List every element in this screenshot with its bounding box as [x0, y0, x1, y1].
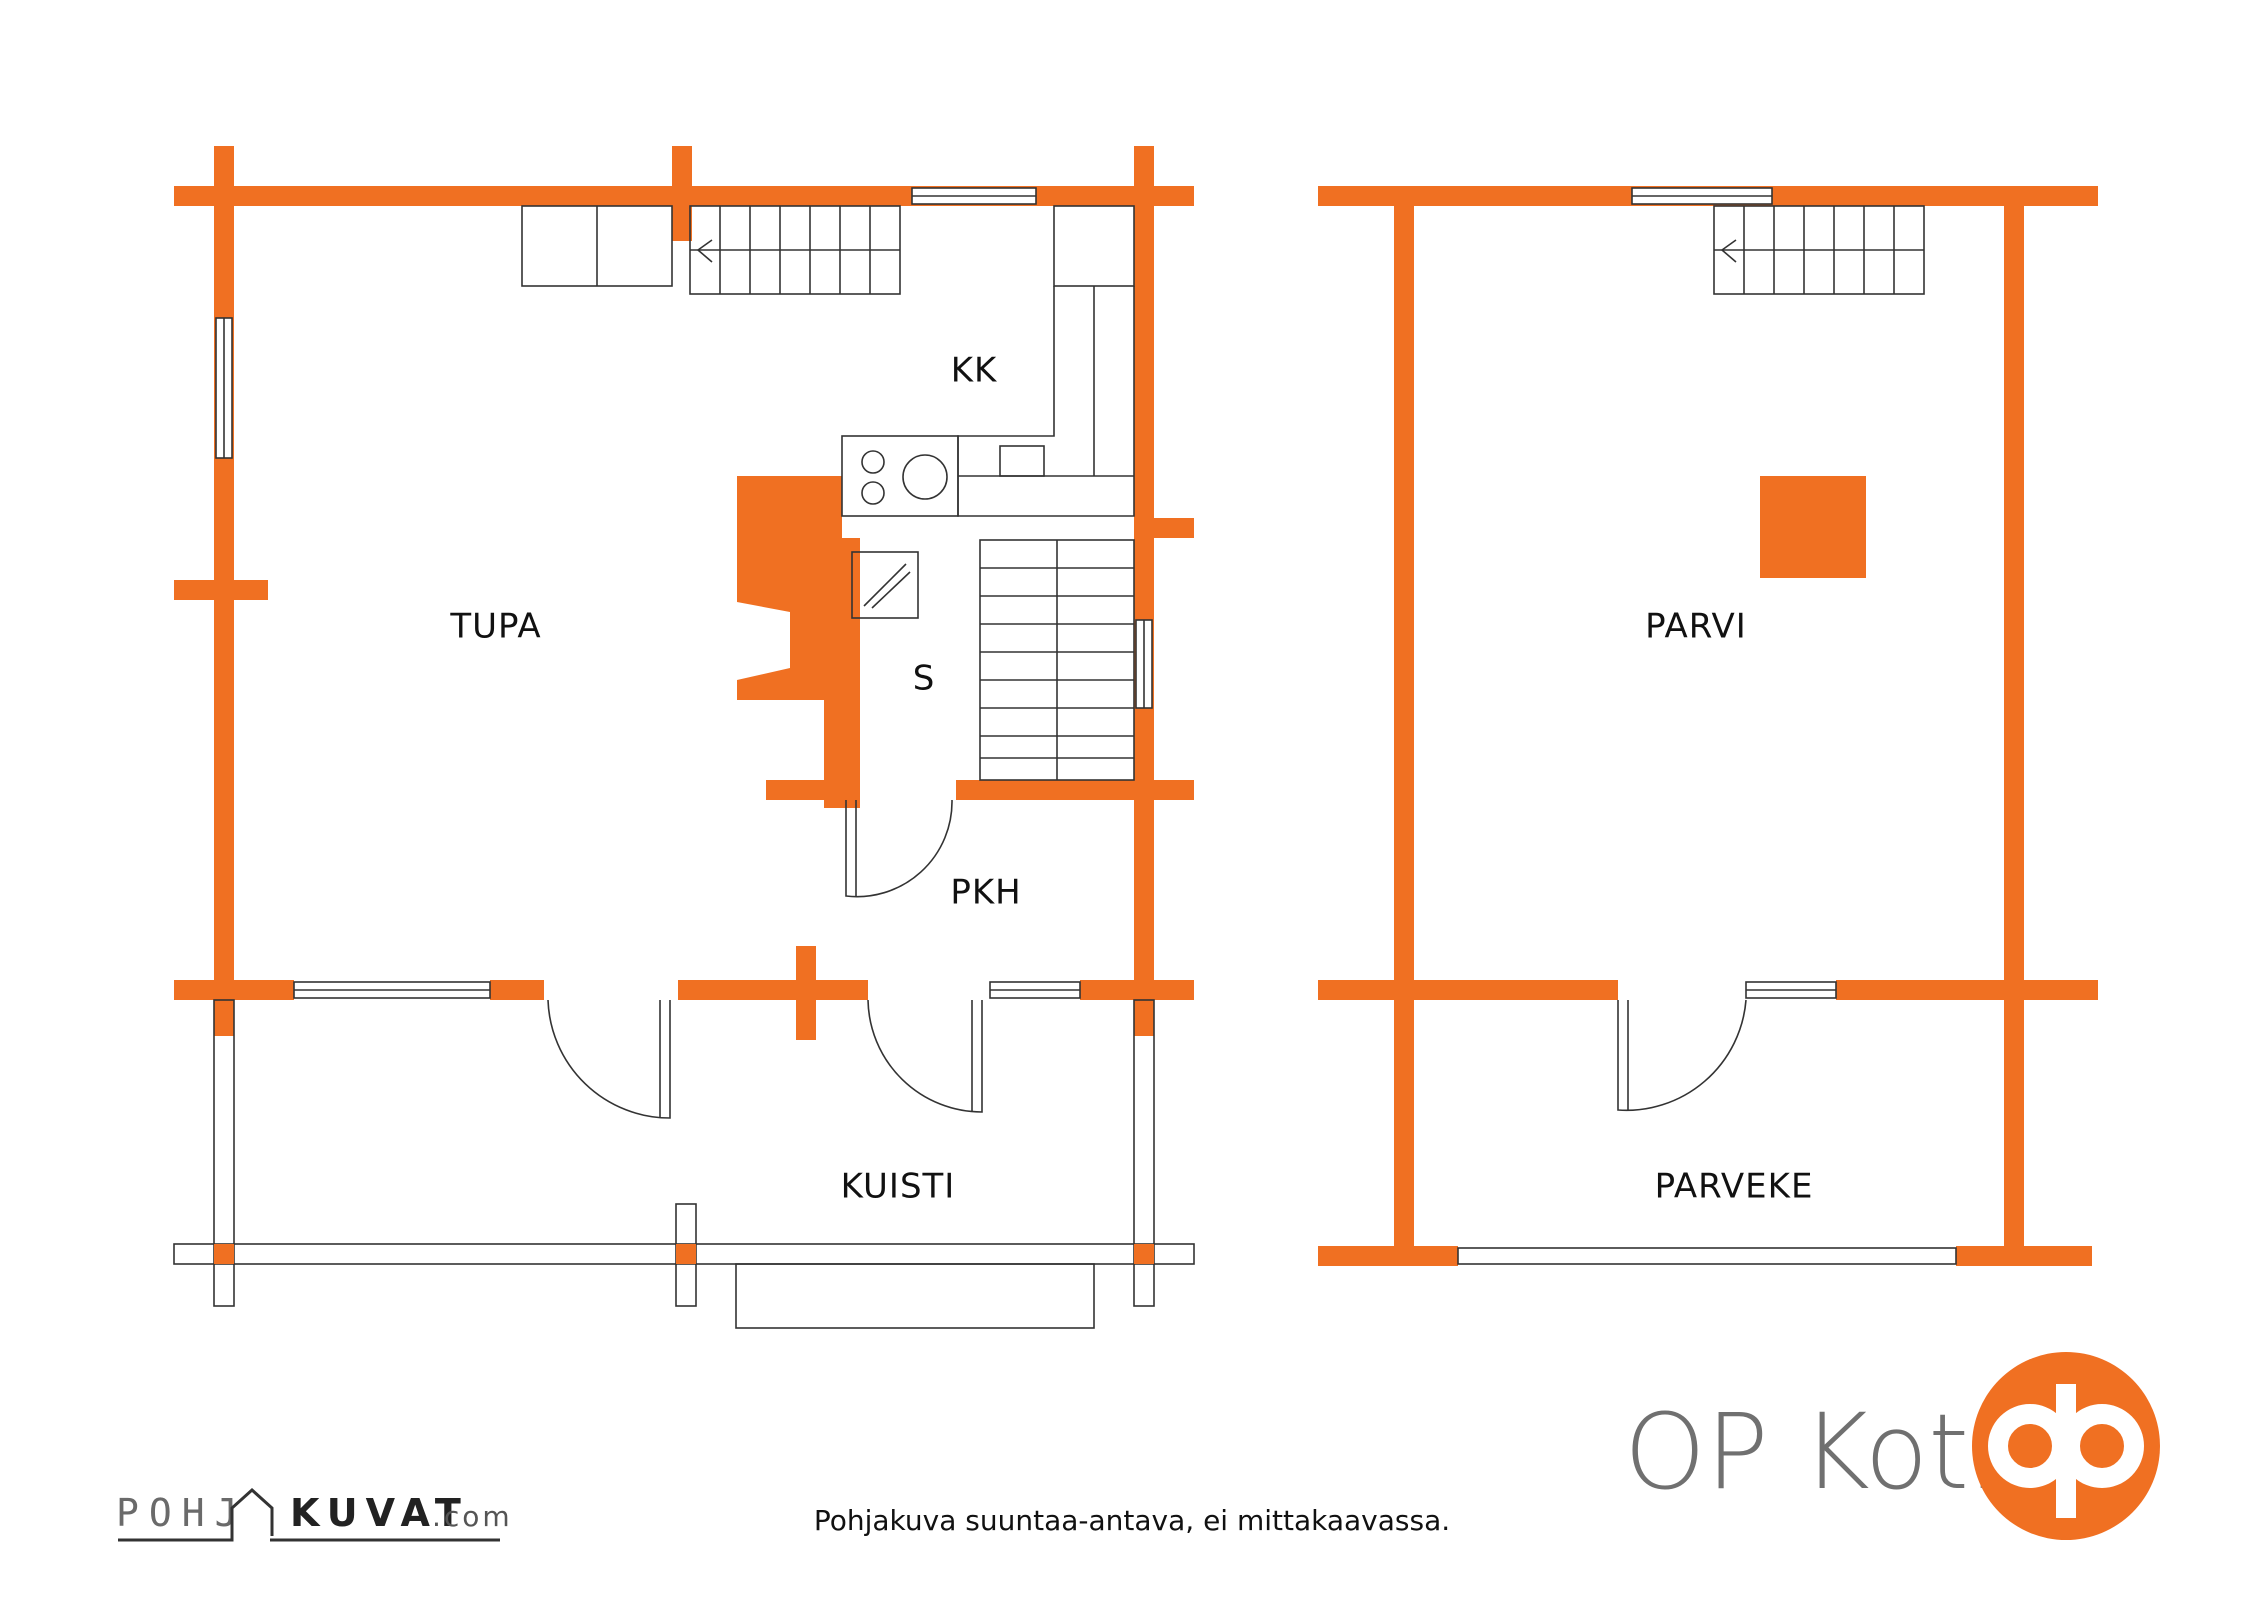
wall-s-bottom-right [956, 780, 1194, 800]
porch-post-right [1133, 999, 1155, 1307]
room-label-parveke: PARVEKE [1655, 1167, 1814, 1207]
watermark-suffix: .com [432, 1500, 513, 1533]
watermark-part2: KUVAT [290, 1491, 469, 1535]
op-logo-icon [1972, 1352, 2160, 1540]
stove [841, 435, 959, 517]
sauna-stove [851, 551, 919, 619]
wall-middle-3 [678, 980, 868, 1000]
wall-left-stub [174, 580, 268, 600]
stove-burner-2 [861, 481, 885, 505]
room-label-pkh: PKH [950, 873, 1021, 913]
wall-s-bottom-left [766, 780, 844, 800]
door-parveke [1617, 999, 1747, 1112]
stove-burner-3 [902, 454, 948, 500]
door-s [845, 799, 953, 898]
porch-steps [735, 1263, 1095, 1329]
porch-post-left [213, 999, 235, 1307]
brand-name: OP Koti [1624, 1391, 1998, 1513]
cabinet-top-right [1053, 205, 1135, 287]
wall-middle-2 [490, 980, 544, 1000]
wall-middle-cross [796, 946, 816, 1040]
upper-wall-middle-left [1318, 980, 1618, 1000]
room-label-parvi: PARVI [1645, 607, 1747, 647]
pohjakuvat-watermark: POHJ KUVAT .com [116, 1487, 513, 1542]
disclaimer-text: Pohjakuva suuntaa-antava, ei mittakaavas… [814, 1504, 1450, 1537]
ground-floor: TUPA KK S PKH KUISTI [173, 146, 1195, 1329]
chimney [1760, 476, 1866, 578]
watermark-part1: POHJ [116, 1491, 248, 1535]
room-label-kk: KK [951, 351, 998, 391]
wall-middle-1 [174, 980, 294, 1000]
stairs-hall [979, 539, 1135, 781]
op-koti-brand: OP Koti [1624, 1352, 2160, 1540]
upper-wall-left [1394, 206, 1414, 1252]
sink [999, 445, 1045, 477]
room-label-tupa: TUPA [449, 607, 541, 647]
upper-wall-middle-right [1836, 980, 2098, 1000]
wall-post-top [672, 146, 692, 241]
door-tupa-kuisti [547, 999, 671, 1119]
wall-middle-4 [1080, 980, 1194, 1000]
upper-stairs [1713, 205, 1925, 295]
stove-burner-1 [861, 450, 885, 474]
upper-wall-right [2004, 206, 2024, 1252]
door-pkh-kuisti [867, 999, 983, 1113]
upper-floor: PARVI PARVEKE [1318, 186, 2098, 1266]
parveke-rail [1457, 1247, 1957, 1265]
fireplace [737, 476, 1154, 808]
watermark-glyph [118, 1487, 274, 1542]
upper-wall-bottom-right [1956, 1246, 2092, 1266]
upper-wall-bottom-left [1318, 1246, 1458, 1266]
room-label-s: S [913, 659, 936, 699]
room-label-kuisti: KUISTI [841, 1167, 956, 1207]
stairs-top [689, 205, 901, 295]
wall-right [1134, 146, 1154, 1036]
kitchen-counter [957, 286, 1135, 517]
